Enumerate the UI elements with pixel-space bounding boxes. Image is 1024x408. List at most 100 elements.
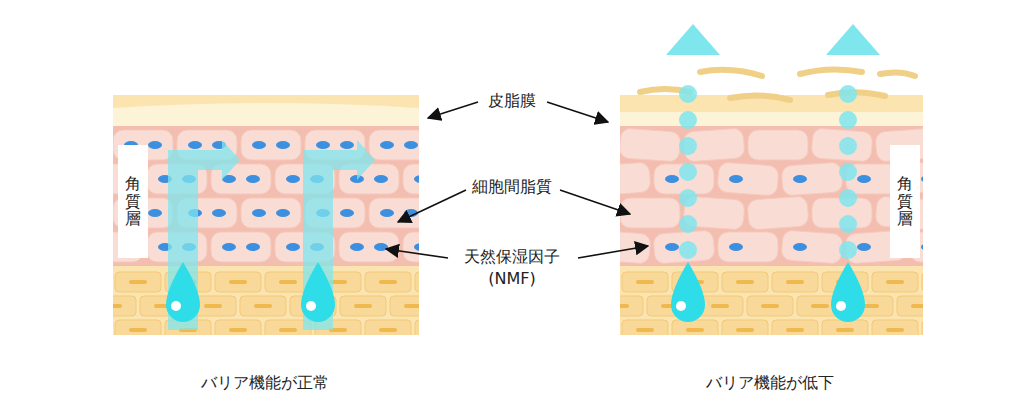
granular-cell [722,320,768,335]
granule [229,328,247,332]
granular-cell [622,320,668,335]
escaping-water [679,163,697,181]
nmf-dot [340,141,354,149]
escaping-water [679,111,697,129]
nmf-dot [404,141,418,149]
escaping-water [679,215,697,233]
vertical-label: 角質層 [125,175,141,228]
granule [736,280,754,284]
escaping-water [839,215,857,233]
granular-cell [922,272,923,292]
nmf-dot [921,175,923,183]
granule [354,304,372,308]
corneocyte [620,128,681,162]
nmf-dot [414,175,419,183]
granule [836,328,854,332]
nmf-dot [380,209,394,217]
nmf-dot [857,243,871,251]
nmf-dot [374,175,388,183]
nmf-dot [793,175,807,183]
caption-text: バリア機能が低下 [703,372,837,394]
granule [786,328,804,332]
nmf-dot [414,243,419,251]
granule [686,328,704,332]
nmf-dot [276,141,290,149]
granular-cell [922,320,923,335]
granule [886,328,904,332]
nmf-dot [252,209,266,217]
granule [620,304,629,308]
corneocyte [654,164,714,194]
corneocyte [748,130,808,160]
escaping-water [679,137,697,155]
nmf-dot [286,175,300,183]
nmf-dot [729,175,743,183]
layer-tag: 角質層 [890,145,920,258]
escaping-water [839,85,857,103]
granular-cell [113,296,136,316]
granule [279,328,297,332]
corneocyte [241,198,301,228]
granular-cell [215,272,261,292]
nmf-dot [148,141,162,149]
nmf-dot [246,243,260,251]
granule [404,304,419,308]
escaping-water [839,111,857,129]
part-label: 細胞間脂質 [469,176,555,198]
nmf-dot [212,209,226,217]
granule [811,304,829,308]
nmf-dot [729,243,743,251]
layer-tag: 角質層 [118,145,148,258]
granule [254,304,272,308]
nmf-dot [793,243,807,251]
granular-cell [240,296,286,316]
nmf-dot [665,243,679,251]
corneocyte [241,130,301,160]
nmf-dot [857,175,871,183]
granular-cell [365,320,411,335]
granule [636,328,654,332]
granule [379,280,397,284]
granular-cell [672,320,718,335]
corneocyte [403,164,419,194]
granular-cell [365,272,411,292]
part-label: 皮脂膜 [485,90,539,112]
granule [129,280,147,284]
caption-text: バリア機能が正常 [198,372,332,394]
granular-cell [872,320,918,335]
granular-cell [772,320,818,335]
escaping-water [839,137,857,155]
nmf-dot [286,243,300,251]
nmf-dot [921,243,923,251]
nmf-dot [316,141,330,149]
granule [204,304,222,308]
granule [786,280,804,284]
escaping-water [839,241,857,259]
granular-cell [215,320,261,335]
corneocyte [781,162,843,196]
corneocyte [747,196,809,230]
granular-cell [415,272,419,292]
corneocyte [211,232,271,262]
nmf-dot [276,209,290,217]
nmf-dot [380,141,394,149]
escaping-water [679,241,697,259]
vertical-label: 角質層 [897,175,913,228]
granular-cell [415,320,419,335]
corneocyte [781,230,843,264]
granular-cell [115,272,161,292]
granular-cell [620,296,643,316]
granule [129,328,147,332]
granular-cell [747,296,793,316]
nmf-dot [222,243,236,251]
granule [379,328,397,332]
nmf-dot [350,243,364,251]
granule [911,304,923,308]
corneocyte [811,128,873,162]
granular-cell [390,296,419,316]
granular-cell [115,320,161,335]
granule [636,280,654,284]
escaping-water [679,189,697,207]
